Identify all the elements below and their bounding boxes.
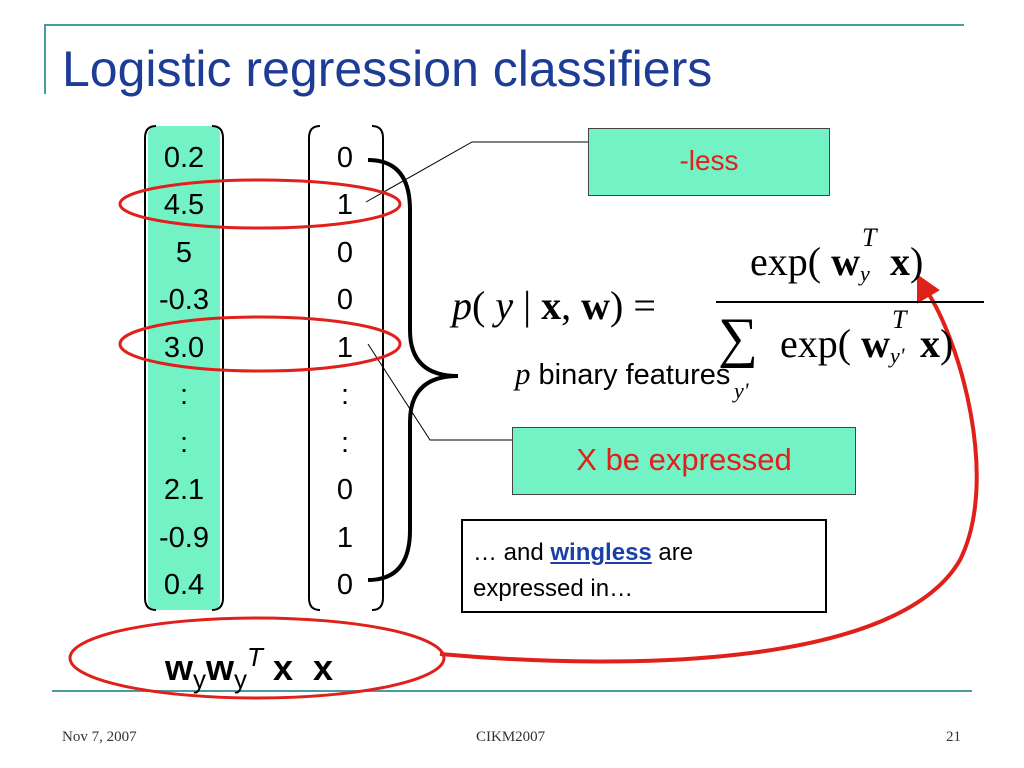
weight-cell: 0.2 (163, 142, 205, 174)
curly-brace (367, 158, 459, 582)
expressed-callout-line (367, 343, 512, 441)
highlight-ellipse-bottom (68, 616, 446, 700)
weight-left-bracket (144, 125, 157, 611)
x-label: x (272, 647, 293, 688)
feature-cell: : (340, 427, 350, 459)
expressed-box: X be expressed (512, 427, 856, 495)
weight-cell: 5 (175, 237, 193, 269)
feature-cell: 0 (336, 474, 354, 506)
w-label: w (206, 647, 235, 688)
weight-cell: 4.5 (163, 189, 205, 221)
feature-right-bracket (371, 125, 384, 611)
transpose-superscript: T (247, 642, 263, 672)
weight-right-bracket (211, 125, 224, 611)
slide-title: Logistic regression classifiers (62, 41, 713, 97)
feature-cell: 0 (336, 142, 354, 174)
highlight-ellipse-row5 (118, 315, 402, 373)
sum-symbol: ∑ (718, 307, 758, 369)
less-callout-line (365, 141, 588, 203)
note-prefix: … and (473, 539, 551, 566)
note-line2: expressed in… (473, 575, 634, 602)
feature-cell: : (340, 379, 350, 411)
red-arrow (439, 288, 979, 664)
p-variable: p (515, 356, 531, 391)
feature-cell: 0 (336, 237, 354, 269)
footer-page-number: 21 (946, 729, 961, 745)
feature-cell: 0 (336, 569, 354, 601)
highlight-ellipse-row2 (118, 178, 402, 230)
weight-cell: : (179, 427, 189, 459)
less-box: -less (588, 128, 830, 196)
y-subscript: y (193, 664, 207, 694)
feature-cell: 1 (336, 189, 354, 221)
weight-cell: 2.1 (163, 474, 205, 506)
y-subscript: y (234, 664, 248, 694)
w-label: w (165, 647, 194, 688)
feature-vector: 0 1 0 0 1 : : 0 1 0 (312, 126, 378, 610)
expressed-label: X be expressed (576, 442, 792, 477)
binary-features-text: binary features (530, 359, 731, 391)
feature-cell: 1 (336, 332, 354, 364)
sum-index: y' (734, 378, 749, 403)
weight-cell: 0.4 (163, 569, 205, 601)
wingless-note: … and wingless are expressed in… (461, 519, 827, 613)
feature-cell: 0 (336, 284, 354, 316)
feature-cell: 1 (336, 522, 354, 554)
weight-cell: -0.9 (159, 522, 209, 554)
footer-date: Nov 7, 2007 (62, 729, 137, 745)
equation-lhs: p( y | x, w) = (452, 283, 656, 328)
left-rule (44, 24, 46, 94)
x-label: x (312, 647, 334, 688)
weight-cell: : (179, 379, 189, 411)
note-suffix: are (651, 539, 694, 566)
top-rule (44, 24, 964, 26)
less-label: -less (679, 145, 739, 176)
weight-cell: 3.0 (163, 332, 205, 364)
footer-conference: CIKM2007 (476, 729, 546, 745)
red-arrow-head (917, 274, 940, 304)
wingless-keyword: wingless (550, 539, 652, 566)
binary-features-label: p binary features (515, 356, 730, 392)
vector-labels: wywyT x x (165, 642, 333, 695)
bottom-rule (52, 690, 972, 692)
weight-cell: -0.3 (159, 284, 209, 316)
